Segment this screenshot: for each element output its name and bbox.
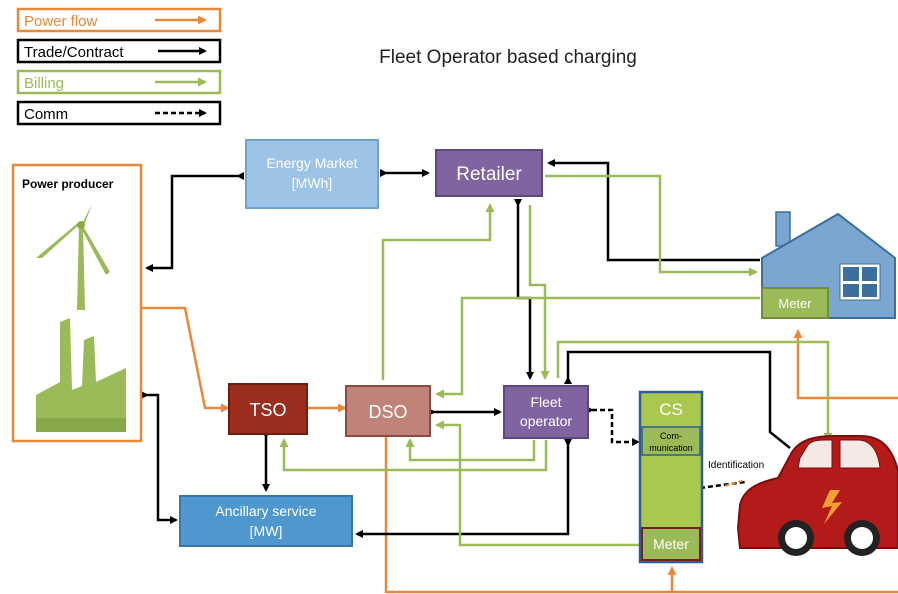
trade-fleet-car <box>564 350 791 449</box>
power-flow-to-house-meter <box>793 329 898 400</box>
legend-label-trade: Trade/Contract <box>24 44 124 61</box>
identification-label: Identification <box>708 460 764 471</box>
fleet-operator-label-line1: Fleet <box>530 394 561 410</box>
cs-meter-label: Meter <box>653 536 689 552</box>
legend-item-trade-contract: Trade/Contract <box>16 38 222 64</box>
legend-item-billing: Billing <box>16 69 222 95</box>
ancillary-service-label: Ancillary service <box>215 503 316 519</box>
cs-label: CS <box>659 400 683 419</box>
lightning-bolt-icon <box>822 490 842 524</box>
billing-fleet-dso <box>405 438 536 462</box>
tso-label: TSO <box>249 400 286 420</box>
trade-producer-ancillary <box>141 391 178 524</box>
billing-meter-dso <box>435 296 760 399</box>
dso-label: DSO <box>368 402 407 422</box>
connections <box>140 159 898 594</box>
legend: Power flow Trade/Contract Billing Comm <box>16 7 222 126</box>
trade-house-retailer <box>547 159 760 262</box>
ancillary-service-unit: [MW] <box>250 523 283 539</box>
cs-communication-line1: Com- <box>660 431 682 441</box>
wind-turbine-icon <box>36 205 110 310</box>
tso-box: TSO <box>228 383 308 435</box>
legend-item-power-flow: Power flow <box>16 7 222 33</box>
comm-fleet-cs <box>586 406 640 446</box>
house-meter-box: Meter <box>761 287 829 319</box>
diagram-title: Fleet Operator based charging <box>379 47 637 68</box>
ancillary-service-box: Ancillary service [MW] <box>179 495 353 547</box>
house-meter-label: Meter <box>778 296 812 311</box>
billing-retailer-house <box>545 174 758 277</box>
wheel-icon <box>844 520 880 556</box>
legend-label-comm: Comm <box>24 106 68 123</box>
electric-car-icon <box>736 435 898 556</box>
billing-dso-retailer <box>381 203 495 380</box>
cs-communication-line2: munication <box>649 443 693 453</box>
legend-label-power-flow: Power flow <box>24 13 98 30</box>
charging-station-box: CS Com- munication Meter <box>638 390 704 564</box>
energy-market-label: Energy Market <box>266 155 357 171</box>
legend-label-billing: Billing <box>24 75 64 92</box>
billing-fleet-tso <box>279 438 548 472</box>
trade-fleet-ancillary <box>355 439 572 538</box>
retailer-box: Retailer <box>435 149 543 197</box>
power-producer: Power producer <box>11 163 143 443</box>
energy-market-box: Energy Market [MWh] <box>245 139 379 209</box>
trade-market-producer <box>145 172 244 272</box>
billing-fleet-car <box>556 340 833 442</box>
retailer-label: Retailer <box>456 164 522 185</box>
billing-csmeter-dso <box>435 420 640 547</box>
fleet-operator-label-line2: operator <box>520 413 572 429</box>
legend-item-comm: Comm <box>16 100 222 126</box>
factory-icon <box>36 318 126 432</box>
trade-retailer-fleet <box>514 199 534 380</box>
window-icon <box>839 263 881 301</box>
dso-box: DSO <box>345 385 431 437</box>
energy-market-unit: [MWh] <box>292 175 332 191</box>
power-flow-producer-tso <box>140 306 230 413</box>
billing-retailer-fleet <box>528 205 550 380</box>
comm-car-cs-accent <box>724 479 746 487</box>
wheel-icon <box>778 520 814 556</box>
power-producer-label: Power producer <box>22 177 114 191</box>
fleet-operator-box: Fleet operator <box>503 385 589 439</box>
comm-car-cs <box>693 480 746 493</box>
